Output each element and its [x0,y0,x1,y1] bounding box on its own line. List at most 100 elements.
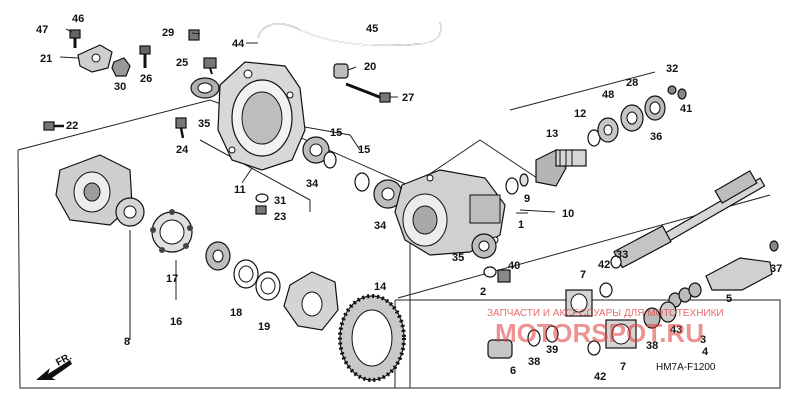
callout-7-upper: 7 [580,269,586,281]
callout-19: 19 [258,321,270,333]
seal-33 [610,255,622,269]
nut-30 [111,57,131,77]
coupling-7-upper [565,289,593,317]
face-cam-17 [150,209,193,253]
front-direction-arrow [36,360,72,380]
callout-32: 32 [666,63,678,75]
bolt-27 [345,82,391,103]
collar-6 [487,339,513,359]
bolt-24 [175,117,187,139]
callout-2: 2 [480,286,486,298]
bolt-46 [69,29,81,48]
diagram-code: HM7A-F1200 [656,362,716,373]
oring-32 [667,85,677,95]
oring-37 [769,240,779,252]
shim-1 [519,173,529,187]
callout-13: 13 [546,128,558,140]
callout-21: 21 [40,53,52,65]
washer-31 [255,193,269,203]
parts-drawing [36,21,779,382]
callout-29: 29 [162,27,174,39]
callout-34-lower: 34 [374,220,387,232]
callout-45: 45 [366,23,378,35]
callout-14: 14 [374,281,387,293]
ring-39 [545,325,559,343]
pinion-gear [535,149,587,187]
callout-labels: 46 47 21 30 26 29 44 45 25 20 27 35 22 2… [36,13,782,383]
callout-47: 47 [36,24,48,36]
callout-15-upper: 15 [330,127,342,139]
callout-41: 41 [680,103,692,115]
drive-shaft [613,170,766,269]
front-marker: FR. [54,351,74,368]
callout-43: 43 [670,324,682,336]
gear-case [394,169,506,256]
seal-15-upper [323,151,337,169]
callout-27: 27 [402,92,414,104]
gear-case-cover [217,61,306,171]
boot-5 [705,257,773,291]
callout-20: 20 [364,61,376,73]
joint-3 [643,301,677,329]
callout-48: 48 [602,89,614,101]
cam-follower [115,197,145,227]
callout-38-upper: 38 [646,340,658,352]
callout-7-lower: 7 [620,361,626,373]
callout-28: 28 [626,77,638,89]
callout-42-upper: 42 [598,259,610,271]
ring-gear [338,294,406,382]
callout-26: 26 [140,73,152,85]
callout-3: 3 [700,334,706,346]
callout-46: 46 [72,13,84,25]
callout-38-lower: 38 [528,356,540,368]
callout-44: 44 [232,38,245,50]
callout-34-upper: 34 [306,178,319,190]
callout-33: 33 [616,249,628,261]
callout-36: 36 [650,131,662,143]
callout-40: 40 [508,260,520,272]
callout-31: 31 [274,195,286,207]
breather-hose-inner [257,21,442,46]
seal-9 [505,177,519,195]
clip-42-lower [587,340,601,356]
ring-38-lower [527,329,541,347]
callout-39: 39 [546,344,558,356]
callout-18: 18 [230,307,242,319]
callout-15-lower: 15 [358,144,370,156]
clip-42-upper [599,282,613,298]
callout-25: 25 [176,57,188,69]
spring-43 [668,282,702,308]
watermark-logo-text: MOTORSPOT.RU [495,318,704,348]
callout-11: 11 [234,184,246,196]
callout-17: 17 [166,273,178,285]
nut-23 [255,205,267,215]
bolt-22 [43,121,64,131]
callout-5: 5 [726,293,732,305]
bolt-29 [188,29,200,41]
callout-12: 12 [574,108,586,120]
bolt-25 [203,57,217,75]
collar-20 [333,63,349,79]
spacer-16 [205,241,231,271]
bolt-2 [497,269,511,283]
bolt-26 [139,45,151,68]
callout-1: 1 [518,219,524,231]
callout-42-lower: 42 [594,371,606,383]
callout-9: 9 [524,193,530,205]
callout-6: 6 [510,365,516,377]
callout-24: 24 [176,144,189,156]
callout-35-lower: 35 [452,252,464,264]
oring-40 [483,266,497,278]
callout-37: 37 [770,263,782,275]
callout-35-upper: 35 [198,118,210,130]
callout-23: 23 [274,211,286,223]
differential-hub [283,271,339,331]
breather-hose [257,21,442,47]
callout-4: 4 [702,346,709,358]
callout-22: 22 [66,120,78,132]
watermark-subtitle: ЗАПЧАСТИ И АКСЕССУАРЫ ДЛЯ МОТОТЕХНИКИ [487,308,724,319]
callout-16: 16 [170,316,182,328]
coupling-7-lower [605,319,637,349]
callout-8: 8 [124,336,130,348]
